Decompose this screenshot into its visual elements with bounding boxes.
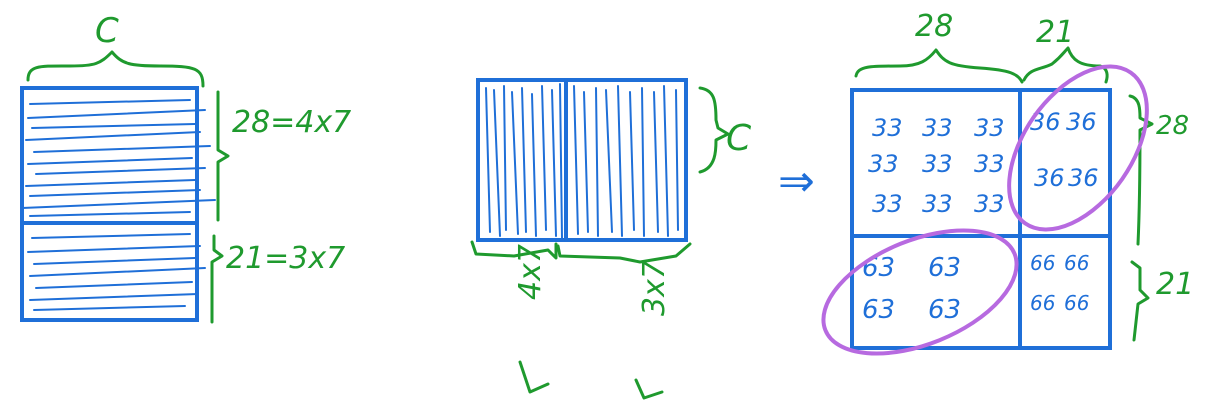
result-right-top-label: 28 bbox=[1156, 111, 1189, 141]
result-right-top-brace bbox=[1128, 94, 1154, 246]
block-cell: 33 bbox=[872, 114, 903, 142]
result-bottom-right-block: 66 66 66 66 bbox=[1030, 251, 1089, 315]
block-cell: 63 bbox=[862, 295, 895, 325]
block-cell: 33 bbox=[974, 150, 1005, 178]
middle-matrix-border bbox=[476, 78, 688, 242]
block-cell: 33 bbox=[872, 190, 903, 218]
implies-arrow-icon: ⇒ bbox=[778, 156, 815, 207]
block-cell: 66 bbox=[1030, 291, 1055, 315]
middle-matrix: C 4x7 3x7 bbox=[470, 78, 752, 400]
result-right-bottom-label: 21 bbox=[1156, 267, 1194, 302]
highlight-top-right-ellipse bbox=[1007, 64, 1149, 232]
result-top-right-brace bbox=[1022, 46, 1109, 84]
result-top-right-label: 21 bbox=[1036, 15, 1074, 50]
left-matrix: C 28=4x7 21=3x7 bbox=[20, 11, 351, 324]
block-cell: 33 bbox=[974, 190, 1005, 218]
block-cell: 33 bbox=[868, 150, 899, 178]
block-cell: 63 bbox=[928, 295, 961, 325]
left-matrix-border bbox=[20, 86, 199, 322]
middle-matrix-hatching bbox=[485, 83, 679, 239]
highlight-bottom-left-ellipse bbox=[821, 228, 1019, 356]
result-matrix-border bbox=[850, 88, 1112, 350]
block-cell: 66 bbox=[1064, 251, 1089, 275]
result-top-left-block: 33 33 33 33 33 33 33 33 33 bbox=[868, 114, 1005, 218]
result-bottom-left-block: 63 63 63 63 bbox=[862, 253, 961, 325]
result-top-left-label: 28 bbox=[915, 9, 953, 44]
block-cell: 36 bbox=[1068, 164, 1099, 192]
middle-bottom-right-tick bbox=[634, 378, 664, 400]
middle-bottom-right-label: 3x7 bbox=[637, 260, 672, 316]
left-upper-label: 28=4x7 bbox=[232, 105, 351, 140]
left-top-label: C bbox=[95, 11, 119, 51]
block-cell: 66 bbox=[1064, 291, 1089, 315]
middle-bottom-right-brace bbox=[556, 242, 692, 264]
result-top-left-brace bbox=[854, 48, 1024, 84]
left-matrix-hatching bbox=[21, 99, 216, 311]
block-cell: 33 bbox=[922, 150, 953, 178]
left-lower-brace bbox=[210, 234, 224, 324]
block-cell: 36 bbox=[1066, 108, 1097, 136]
middle-right-brace bbox=[698, 86, 730, 174]
block-cell: 66 bbox=[1030, 251, 1055, 275]
block-cell: 63 bbox=[928, 253, 961, 283]
middle-bottom-left-tick bbox=[518, 360, 550, 394]
left-top-brace bbox=[26, 50, 205, 88]
result-right-bottom-brace bbox=[1130, 260, 1150, 342]
block-cell: 33 bbox=[922, 114, 953, 142]
block-cell: 33 bbox=[974, 114, 1005, 142]
block-cell: 33 bbox=[922, 190, 953, 218]
block-cell: 36 bbox=[1030, 108, 1061, 136]
middle-bottom-left-label: 4x7 bbox=[513, 244, 548, 300]
result-matrix: 28 21 28 21 33 33 33 33 33 33 33 33 33 3… bbox=[821, 9, 1194, 356]
result-top-right-block: 36 36 36 36 bbox=[1030, 108, 1099, 192]
left-upper-brace bbox=[216, 90, 230, 222]
block-cell: 36 bbox=[1034, 164, 1065, 192]
left-lower-label: 21=3x7 bbox=[226, 241, 345, 276]
middle-bottom-left-brace bbox=[470, 240, 558, 260]
middle-side-label: C bbox=[726, 118, 752, 159]
block-cell: 63 bbox=[862, 253, 895, 283]
